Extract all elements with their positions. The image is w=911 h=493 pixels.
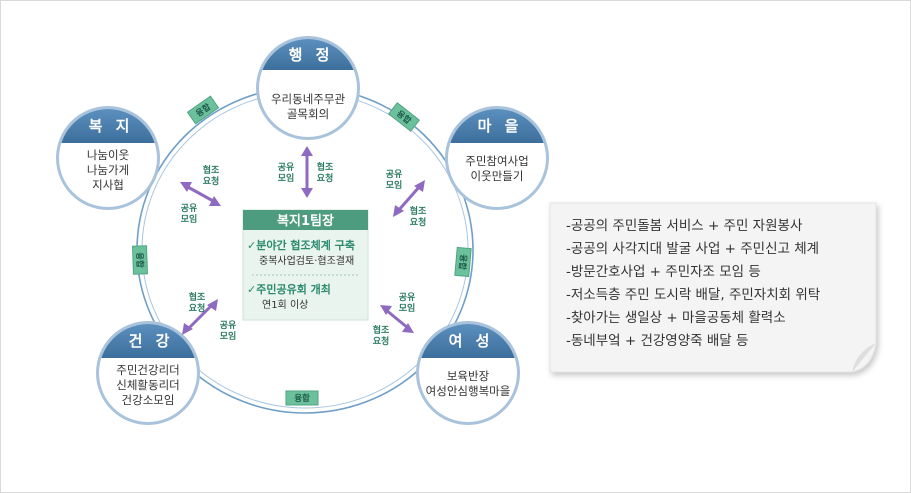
arrow-women: 공유 모임 협조 요청 (373, 292, 416, 347)
note-line-4: -저소득층 주민 도시락 배달, 주민자치회 위탁 (566, 287, 820, 303)
note-line-1: -공공의 주민돌봄 서비스 + 주민 자원봉사 (566, 218, 803, 234)
svg-text:요청: 요청 (373, 335, 390, 347)
arrow-welfare: 협조 요청 공유 모임 (180, 164, 221, 225)
node-health-title: 건 강 (129, 332, 174, 350)
note-line-3: -방문간호사업 + 주민자조 모임 등 (566, 264, 761, 280)
svg-text:모임: 모임 (278, 172, 295, 184)
node-admin: 행 정 우리동네주무관 골목회의 (256, 36, 360, 140)
node-village: 마 을 주민참여사업 이웃만들기 (445, 106, 549, 210)
svg-text:모임: 모임 (220, 330, 237, 342)
svg-text:모임: 모임 (181, 213, 198, 225)
node-welfare: 복 지 나눔이웃 나눔가게 지사협 (56, 106, 160, 210)
center-item2-sub: 연1회 이상 (262, 299, 308, 311)
badge-fusion-right: 융합 (454, 246, 472, 278)
node-admin-line1: 우리동네주무관 (271, 92, 345, 106)
node-village-title: 마 을 (478, 117, 523, 135)
arrow-health: 협조 요청 공유 모임 (182, 291, 236, 342)
node-women-title: 여 성 (449, 332, 494, 350)
svg-text:모임: 모임 (399, 302, 416, 314)
node-welfare-line1: 나눔이웃 (87, 148, 129, 162)
badge-fusion-bottom: 융합 (285, 390, 319, 406)
note-card: -공공의 주민돌봄 서비스 + 주민 자원봉사 -공공의 사각지대 발굴 사업 … (549, 202, 877, 373)
svg-text:공유: 공유 (386, 169, 403, 180)
node-health-line3: 건강소모임 (122, 393, 175, 407)
svg-text:융합: 융합 (456, 254, 468, 271)
note-line-2: -공공의 사각지대 발굴 사업 + 주민신고 체계 (566, 241, 819, 257)
node-women-line1: 보육반장 (447, 369, 490, 383)
center-item2-head: ✓주민공유회 개최 (247, 282, 331, 296)
svg-text:공유: 공유 (278, 162, 295, 173)
svg-text:모임: 모임 (386, 179, 403, 191)
node-health-line2: 신체활동리더 (116, 378, 179, 392)
center-box: 복지1팀장 ✓분야간 협조체계 구축 중복사업검토·협조결재 ✓주민공유회 개최… (242, 209, 369, 321)
svg-text:융합: 융합 (134, 252, 146, 268)
svg-text:협조: 협조 (203, 164, 220, 176)
svg-text:요청: 요청 (317, 172, 334, 184)
svg-text:공유: 공유 (399, 292, 416, 303)
arrow-admin: 공유 모임 협조 요청 (278, 146, 334, 198)
arrow-village: 공유 모임 협조 요청 (386, 169, 427, 228)
badge-fusion-left: 융합 (131, 245, 149, 275)
node-admin-title: 행 정 (289, 46, 334, 64)
node-village-line2: 이웃만들기 (471, 169, 524, 183)
node-women-line2: 여성안심행복마을 (426, 384, 511, 398)
node-welfare-title: 복 지 (89, 117, 134, 135)
node-health: 건 강 주민건강리더 신체활동리더 건강소모임 (96, 321, 200, 425)
svg-text:공유: 공유 (220, 320, 237, 331)
note-line-6: -동네부엌 + 건강영양죽 배달 등 (566, 333, 748, 349)
node-village-line1: 주민참여사업 (465, 154, 528, 168)
svg-text:요청: 요청 (189, 302, 206, 314)
svg-text:협조: 협조 (317, 161, 334, 173)
svg-text:협조: 협조 (410, 205, 427, 217)
svg-text:요청: 요청 (410, 216, 427, 228)
node-health-line1: 주민건강리더 (116, 363, 179, 377)
center-title: 복지1팀장 (277, 213, 334, 229)
badge-fusion-top-left: 융합 (186, 95, 220, 125)
node-welfare-line2: 나눔가게 (87, 163, 129, 177)
node-welfare-line3: 지사협 (92, 178, 124, 192)
svg-text:협조: 협조 (189, 291, 206, 303)
node-admin-line2: 골목회의 (287, 107, 329, 121)
center-item1-head: ✓분야간 협조체계 구축 (247, 238, 355, 252)
svg-text:공유: 공유 (181, 203, 198, 214)
svg-text:협조: 협조 (373, 324, 390, 336)
node-women: 여 성 보육반장 여성안심행복마을 (416, 321, 520, 425)
badge-fusion-top-right: 융합 (387, 102, 421, 132)
center-item1-sub: 중복사업검토·협조결재 (259, 254, 354, 267)
note-line-5: -찾아가는 생일상 + 마을공동체 활력소 (566, 310, 786, 326)
svg-text:융합: 융합 (294, 393, 310, 404)
svg-text:요청: 요청 (203, 175, 220, 187)
